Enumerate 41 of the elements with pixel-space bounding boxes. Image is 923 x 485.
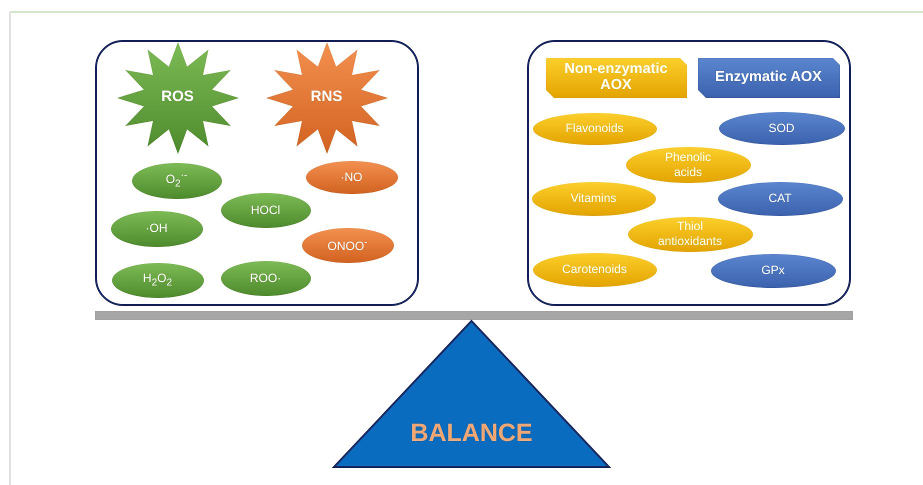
species-label: ·NO bbox=[340, 170, 362, 184]
species-label: H$_{2}$O$_{2}$ bbox=[142, 270, 172, 290]
ellipse-node bbox=[110, 210, 202, 246]
category-label: ROS bbox=[161, 88, 194, 107]
ellipse-node bbox=[306, 160, 398, 194]
starburst-node bbox=[266, 42, 388, 154]
group-panel bbox=[95, 40, 419, 306]
header-label: Enzymatic AOX bbox=[715, 70, 822, 86]
species-label: ONOO$^{-}$ bbox=[327, 236, 368, 254]
species-label: Phenolic acids bbox=[664, 150, 712, 180]
species-label: Flavonoids bbox=[565, 121, 624, 136]
ellipse-node bbox=[532, 112, 656, 144]
ellipse-node bbox=[112, 262, 204, 298]
species-label: HOCl bbox=[250, 202, 280, 218]
category-label: RNS bbox=[310, 88, 342, 107]
ellipse-node bbox=[220, 192, 310, 228]
ellipse-node bbox=[132, 162, 222, 198]
group-panel bbox=[527, 40, 851, 306]
species-label: ·OH bbox=[146, 221, 168, 236]
species-label: Thiol antioxidants bbox=[656, 219, 724, 249]
ellipse-node bbox=[302, 228, 394, 262]
ellipse-node bbox=[628, 216, 752, 252]
ellipse-node bbox=[532, 252, 656, 286]
starburst-node bbox=[116, 42, 238, 154]
ellipse-node bbox=[532, 182, 656, 216]
header-tag bbox=[698, 58, 840, 98]
species-label: SOD bbox=[768, 120, 794, 136]
header-label: Non-enzymatic AOX bbox=[563, 62, 669, 94]
ellipse-node bbox=[718, 182, 842, 216]
species-label: Carotenoids bbox=[562, 262, 627, 277]
species-label: GPx bbox=[761, 263, 785, 278]
species-label: CAT bbox=[768, 191, 792, 206]
ellipse-node bbox=[710, 254, 836, 288]
species-label: Vitamins bbox=[570, 191, 616, 206]
balance-label: BALANCE bbox=[410, 418, 533, 450]
fulcrum-triangle bbox=[333, 320, 610, 468]
ellipse-node bbox=[220, 260, 310, 296]
header-tag bbox=[546, 58, 686, 98]
ellipse-node bbox=[718, 112, 844, 144]
ellipse-node bbox=[626, 146, 750, 182]
species-label: ROO· bbox=[250, 270, 282, 286]
